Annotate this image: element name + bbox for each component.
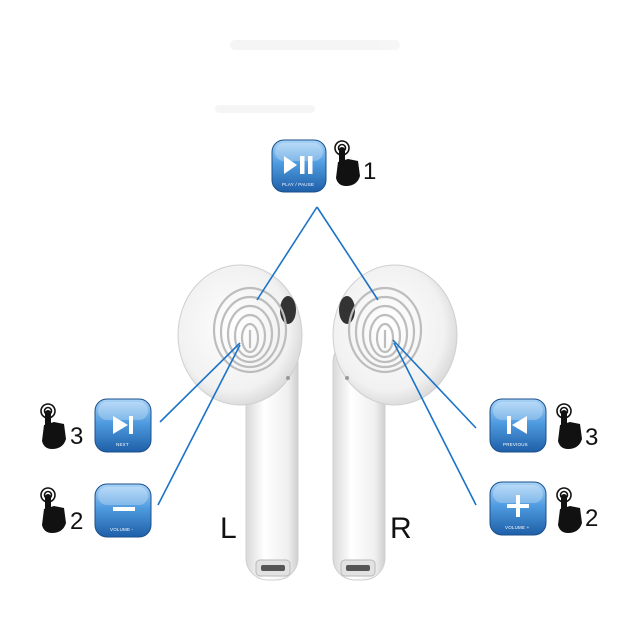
line-previous-to-right [392,339,477,429]
previous-button[interactable] [489,398,547,453]
next-tap-count: 3 [70,423,84,450]
next-caption: NEXT [116,442,129,447]
play-pause-caption: PLAY / PAUSE [282,182,315,187]
previous-track-icon [507,416,527,434]
volume-up-button[interactable] [489,481,547,536]
tap-hand-icon [556,403,582,449]
previous-tap-count: 3 [585,424,599,451]
volume-down-caption: VOLUME - [110,527,134,532]
line-play-to-left [256,206,318,301]
connector-lines [157,206,477,506]
minus-icon [113,507,135,511]
faint-watermark [215,40,400,113]
tap-hand-icon [556,487,582,533]
left-fingerprint-sensor[interactable] [212,286,288,374]
previous-caption: PREVIOUS [503,442,528,447]
tap-hand-icon [334,140,360,186]
left-earbud [177,264,303,581]
line-volup-to-right [393,342,477,506]
tap-hand-icon [40,403,66,449]
volume-up-tap-count: 2 [585,505,599,532]
right-earbud [332,264,458,581]
play-pause-button[interactable] [271,139,327,193]
left-earbud-label: L [220,512,237,545]
play-pause-icon [284,156,313,174]
volume-down-button[interactable] [94,483,152,538]
volume-up-caption: VOLUME + [505,525,530,530]
line-next-to-left [159,342,241,423]
play-pause-tap-count: 1 [363,158,377,185]
next-track-icon [113,416,133,434]
volume-down-tap-count: 2 [70,508,84,535]
right-fingerprint-sensor[interactable] [347,286,423,374]
tap-hand-icon [40,487,66,533]
line-voldown-to-left [157,344,241,506]
plus-icon [507,495,529,517]
next-button[interactable] [94,398,152,453]
line-play-to-right [316,206,379,301]
right-earbud-label: R [390,512,412,545]
